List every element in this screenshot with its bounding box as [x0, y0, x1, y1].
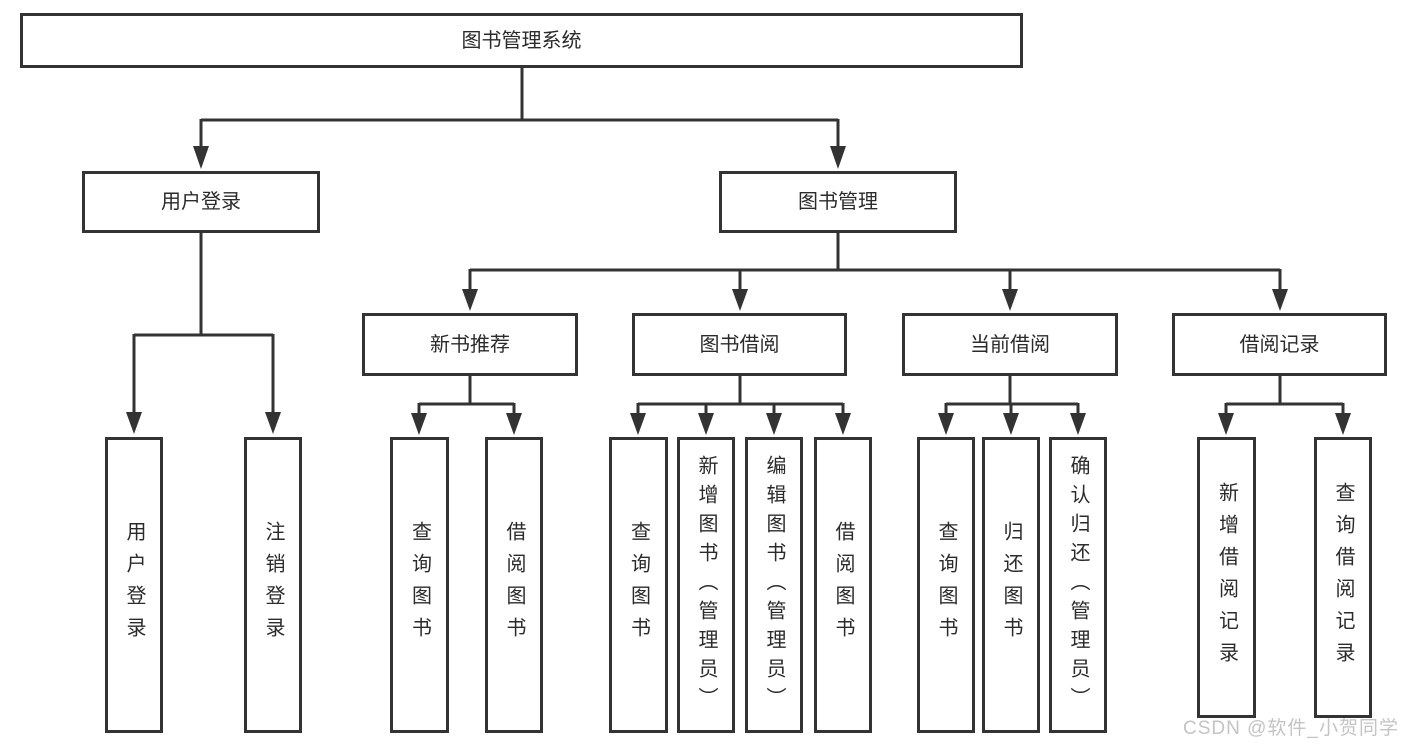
- node-leaf-borrow-books: 借阅图书: [814, 437, 872, 733]
- node-label: 当前借阅: [970, 333, 1050, 356]
- node-label: 新书推荐: [430, 333, 510, 356]
- node-leaf-add-books-admin: 新增图书（管理员）: [677, 437, 735, 733]
- node-book-management-group: 图书管理: [719, 171, 957, 233]
- node-label: 归还图书: [1000, 521, 1022, 649]
- node-label: 用户登录: [161, 191, 241, 213]
- node-leaf-user-login: 用户登录: [105, 437, 163, 733]
- node-leaf-edit-books-admin: 编辑图书（管理员）: [745, 437, 803, 733]
- node-label: 借阅图书: [503, 521, 525, 649]
- node-label: 查询借阅记录: [1332, 481, 1354, 674]
- node-label: 查询图书: [408, 521, 431, 649]
- node-leaf-confirm-return-admin: 确认归还（管理员）: [1049, 437, 1107, 733]
- watermark: CSDN @软件_小贺同学: [1183, 718, 1399, 739]
- node-label: 图书借阅: [699, 333, 780, 356]
- node-leaf-query-books: 查询图书: [390, 437, 449, 733]
- node-label: 用户登录: [123, 521, 145, 649]
- node-leaf-logout: 注销登录: [244, 437, 302, 733]
- node-current-borrow: 当前借阅: [902, 313, 1118, 376]
- node-label: 借阅图书: [832, 521, 854, 649]
- node-label: 图书管理: [798, 191, 878, 213]
- node-library-management-system: 图书管理系统: [20, 13, 1023, 68]
- node-label: 新增借阅记录: [1215, 481, 1238, 674]
- node-label: 新增图书（管理员）: [695, 454, 717, 716]
- node-leaf-add-borrow-record: 新增借阅记录: [1197, 437, 1256, 718]
- node-book-borrow: 图书借阅: [632, 313, 847, 376]
- node-label: 图书管理系统: [461, 29, 582, 52]
- node-leaf-borrow-books: 借阅图书: [485, 437, 543, 733]
- node-leaf-query-books: 查询图书: [917, 437, 975, 733]
- node-label: 查询图书: [935, 521, 957, 649]
- node-label: 确认归还（管理员）: [1067, 454, 1089, 716]
- node-leaf-query-borrow-record: 查询借阅记录: [1314, 437, 1372, 718]
- node-label: 注销登录: [262, 521, 284, 649]
- node-new-book-recommend: 新书推荐: [362, 313, 578, 376]
- node-user-login-group: 用户登录: [82, 171, 320, 233]
- node-leaf-return-books: 归还图书: [982, 437, 1040, 733]
- node-label: 借阅记录: [1239, 333, 1320, 356]
- node-label: 查询图书: [627, 521, 650, 649]
- node-label: 编辑图书（管理员）: [763, 454, 785, 716]
- node-borrow-records: 借阅记录: [1172, 313, 1387, 376]
- node-leaf-query-books: 查询图书: [609, 437, 668, 733]
